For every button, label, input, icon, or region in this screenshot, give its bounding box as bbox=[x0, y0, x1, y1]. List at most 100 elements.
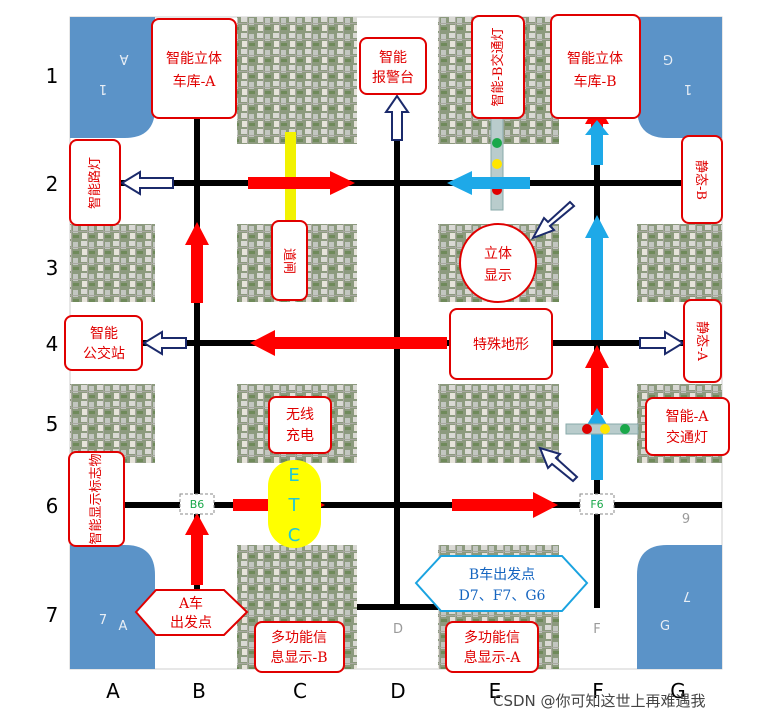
row-label-1: 1 bbox=[46, 64, 59, 88]
start-a-line2: 出发点 bbox=[170, 615, 212, 631]
callout-gate-box bbox=[271, 220, 308, 301]
city-block-c1 bbox=[237, 17, 357, 144]
arrow-row6-right-e bbox=[452, 492, 558, 518]
corner-label-a-bottom: A bbox=[119, 619, 128, 634]
traffic-light-a-yellow bbox=[600, 424, 610, 434]
etc-letter-e: E bbox=[288, 465, 299, 486]
alarm-line1: 智能 bbox=[379, 50, 407, 66]
node-b6-label: B6 bbox=[190, 498, 205, 511]
traffic-light-a-red bbox=[582, 424, 592, 434]
city-block-e5 bbox=[438, 384, 559, 463]
garage-a-line2: 车库-A bbox=[173, 73, 217, 90]
callout-wireless-box bbox=[268, 396, 332, 454]
bus-station-line2: 公交站 bbox=[83, 345, 125, 362]
corner-label-g-bottom: G bbox=[660, 619, 670, 634]
arrow-f1-up-blue bbox=[585, 120, 609, 165]
col-label-f: F bbox=[592, 679, 604, 703]
corner-digit-a-bottom: 7 bbox=[99, 613, 107, 628]
callout-terrain-box bbox=[449, 308, 553, 380]
callout-start-a-box bbox=[134, 589, 249, 636]
callout-bus-station-box bbox=[64, 315, 143, 371]
node-b6 bbox=[179, 493, 215, 515]
wireless-line2: 充电 bbox=[286, 428, 314, 444]
sign-display-label: 智能显示标志物 bbox=[89, 453, 104, 544]
start-a-line1: A车 bbox=[178, 595, 203, 612]
wireless-line1: 无线 bbox=[286, 407, 314, 423]
callout-garage-b-box bbox=[550, 14, 641, 119]
outline-arrows bbox=[120, 94, 685, 483]
arrow-row2-right bbox=[248, 171, 355, 195]
arrow-b-up bbox=[185, 222, 209, 303]
etc-letter-c: C bbox=[288, 525, 301, 546]
callout-stereo-box bbox=[459, 223, 537, 303]
gate-label: 道闸 bbox=[281, 248, 296, 274]
garage-b-line2: 车库-B bbox=[573, 73, 616, 90]
traffic-light-b-yellow bbox=[492, 159, 502, 169]
corner-block-a1 bbox=[70, 17, 155, 138]
col-label-g: G bbox=[670, 679, 686, 703]
traffic-light-a-green bbox=[620, 424, 630, 434]
info-b-line2: 息显示-B bbox=[270, 649, 327, 666]
callout-start-b-box bbox=[414, 555, 589, 612]
info-a-line2: 息显示-A bbox=[464, 649, 522, 666]
callout-garage-a-box bbox=[151, 18, 237, 119]
right-digit-six: 9 bbox=[682, 512, 690, 527]
arrow-to-stereo bbox=[530, 200, 576, 240]
row-label-2: 2 bbox=[46, 172, 59, 196]
start-b-line1: B车出发点 bbox=[469, 566, 535, 583]
callout-light-b-box bbox=[471, 15, 525, 119]
static-a-label: 静态-A bbox=[694, 321, 709, 361]
corner-block-a7 bbox=[70, 545, 155, 669]
col-label-d: D bbox=[390, 679, 405, 703]
col-label-b: B bbox=[192, 679, 206, 703]
node-f6 bbox=[579, 493, 615, 515]
arrow-to-static-a bbox=[639, 330, 685, 356]
garage-b-line1: 智能立体 bbox=[567, 51, 623, 67]
row-label-4: 4 bbox=[46, 332, 59, 356]
callout-sign-display-box bbox=[68, 451, 125, 547]
city-block-a3 bbox=[70, 224, 155, 302]
stereo-line1: 立体 bbox=[484, 246, 512, 262]
info-a-line1: 多功能信 bbox=[464, 629, 520, 646]
info-b-line1: 多功能信 bbox=[271, 629, 327, 646]
corner-label-g-top: G bbox=[663, 51, 673, 66]
callout-street-light-box bbox=[69, 139, 121, 226]
road-letter-d: D bbox=[393, 622, 403, 637]
callout-info-a-box bbox=[445, 621, 539, 673]
stereo-line2: 显示 bbox=[484, 268, 512, 284]
city-block-g3 bbox=[637, 224, 722, 302]
column-labels: A B C D E F G bbox=[106, 679, 686, 703]
col-label-a: A bbox=[106, 679, 120, 703]
node-f6-label: F6 bbox=[590, 498, 603, 511]
callout-light-a-box bbox=[645, 397, 730, 456]
static-b-label: 静态-B bbox=[693, 160, 708, 200]
row-labels: 1 2 3 4 5 6 7 bbox=[46, 64, 59, 627]
street-light-label: 智能路灯 bbox=[87, 157, 103, 209]
callouts bbox=[64, 14, 730, 673]
col-label-c: C bbox=[293, 679, 307, 703]
corner-block-g7 bbox=[637, 545, 722, 669]
road-letter-f: F bbox=[593, 622, 600, 637]
row-label-7: 7 bbox=[46, 603, 59, 627]
arrow-to-bus-station bbox=[142, 330, 187, 356]
col-label-e: E bbox=[489, 679, 502, 703]
etc-gate bbox=[268, 460, 321, 548]
light-a-line1: 智能-A bbox=[666, 409, 710, 425]
arrow-b6-up bbox=[185, 513, 209, 585]
callout-static-b-box bbox=[681, 135, 723, 224]
arrow-row4-left bbox=[250, 330, 447, 356]
arrow-f5-up bbox=[585, 345, 609, 415]
callout-alarm-box bbox=[359, 37, 427, 95]
light-a-line2: 交通灯 bbox=[666, 429, 708, 446]
arrow-f3-up-blue bbox=[585, 215, 609, 340]
etc-letter-t: T bbox=[288, 495, 301, 516]
row-label-6: 6 bbox=[46, 494, 59, 518]
light-b-label: 智能-B交通灯 bbox=[490, 28, 506, 107]
callout-static-a-box bbox=[683, 299, 722, 383]
alarm-line2: 报警台 bbox=[372, 70, 414, 86]
corner-block-g1 bbox=[637, 17, 722, 138]
city-block-a5 bbox=[70, 384, 155, 463]
corner-digit-g-bottom: 7 bbox=[683, 588, 691, 603]
arrow-row2-left-blue bbox=[447, 171, 530, 195]
